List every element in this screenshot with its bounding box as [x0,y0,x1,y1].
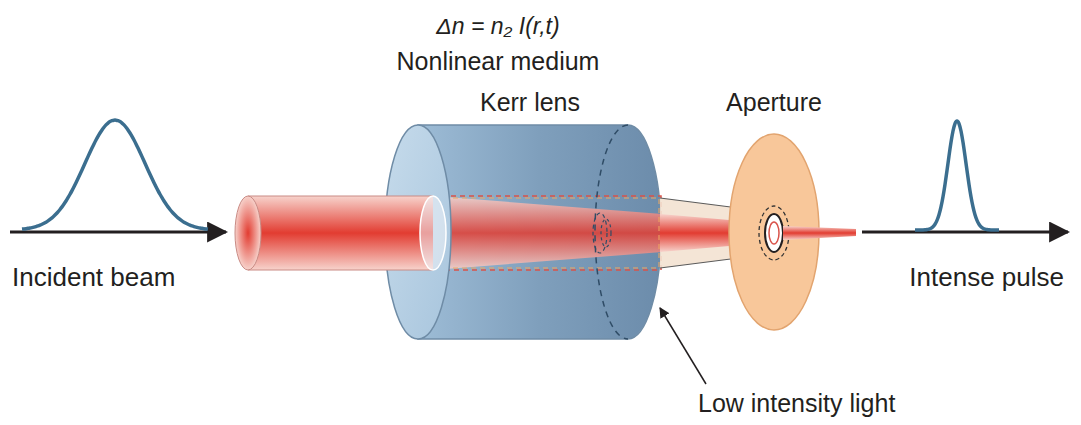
label: Nonlinear medium [397,48,600,76]
axis-arrow [10,231,226,234]
beam-outline [433,196,661,270]
label: Intense pulse [909,263,1064,292]
aperture-hole [769,222,779,244]
aperture-hole [765,214,783,252]
beam-end [235,196,261,270]
label: Low intensity light [698,390,895,418]
leader-arrow [660,308,706,384]
beam-entry [420,196,446,270]
output-beam [783,226,856,240]
label: Kerr lens [480,89,580,117]
label: Incident beam [12,263,175,292]
beam-outline [435,198,659,268]
focused-beam [433,196,662,270]
label: Δn = n₂ I(r,t) [436,14,559,39]
gaussian-curve [915,121,999,230]
focus-ring [593,213,607,253]
axis-arrow [862,231,1068,234]
label: Aperture [726,89,822,117]
cylinder-rim [595,125,628,339]
gaussian-curve [22,120,208,229]
focus-ring [601,219,611,247]
incident-beam-rod [248,196,433,270]
